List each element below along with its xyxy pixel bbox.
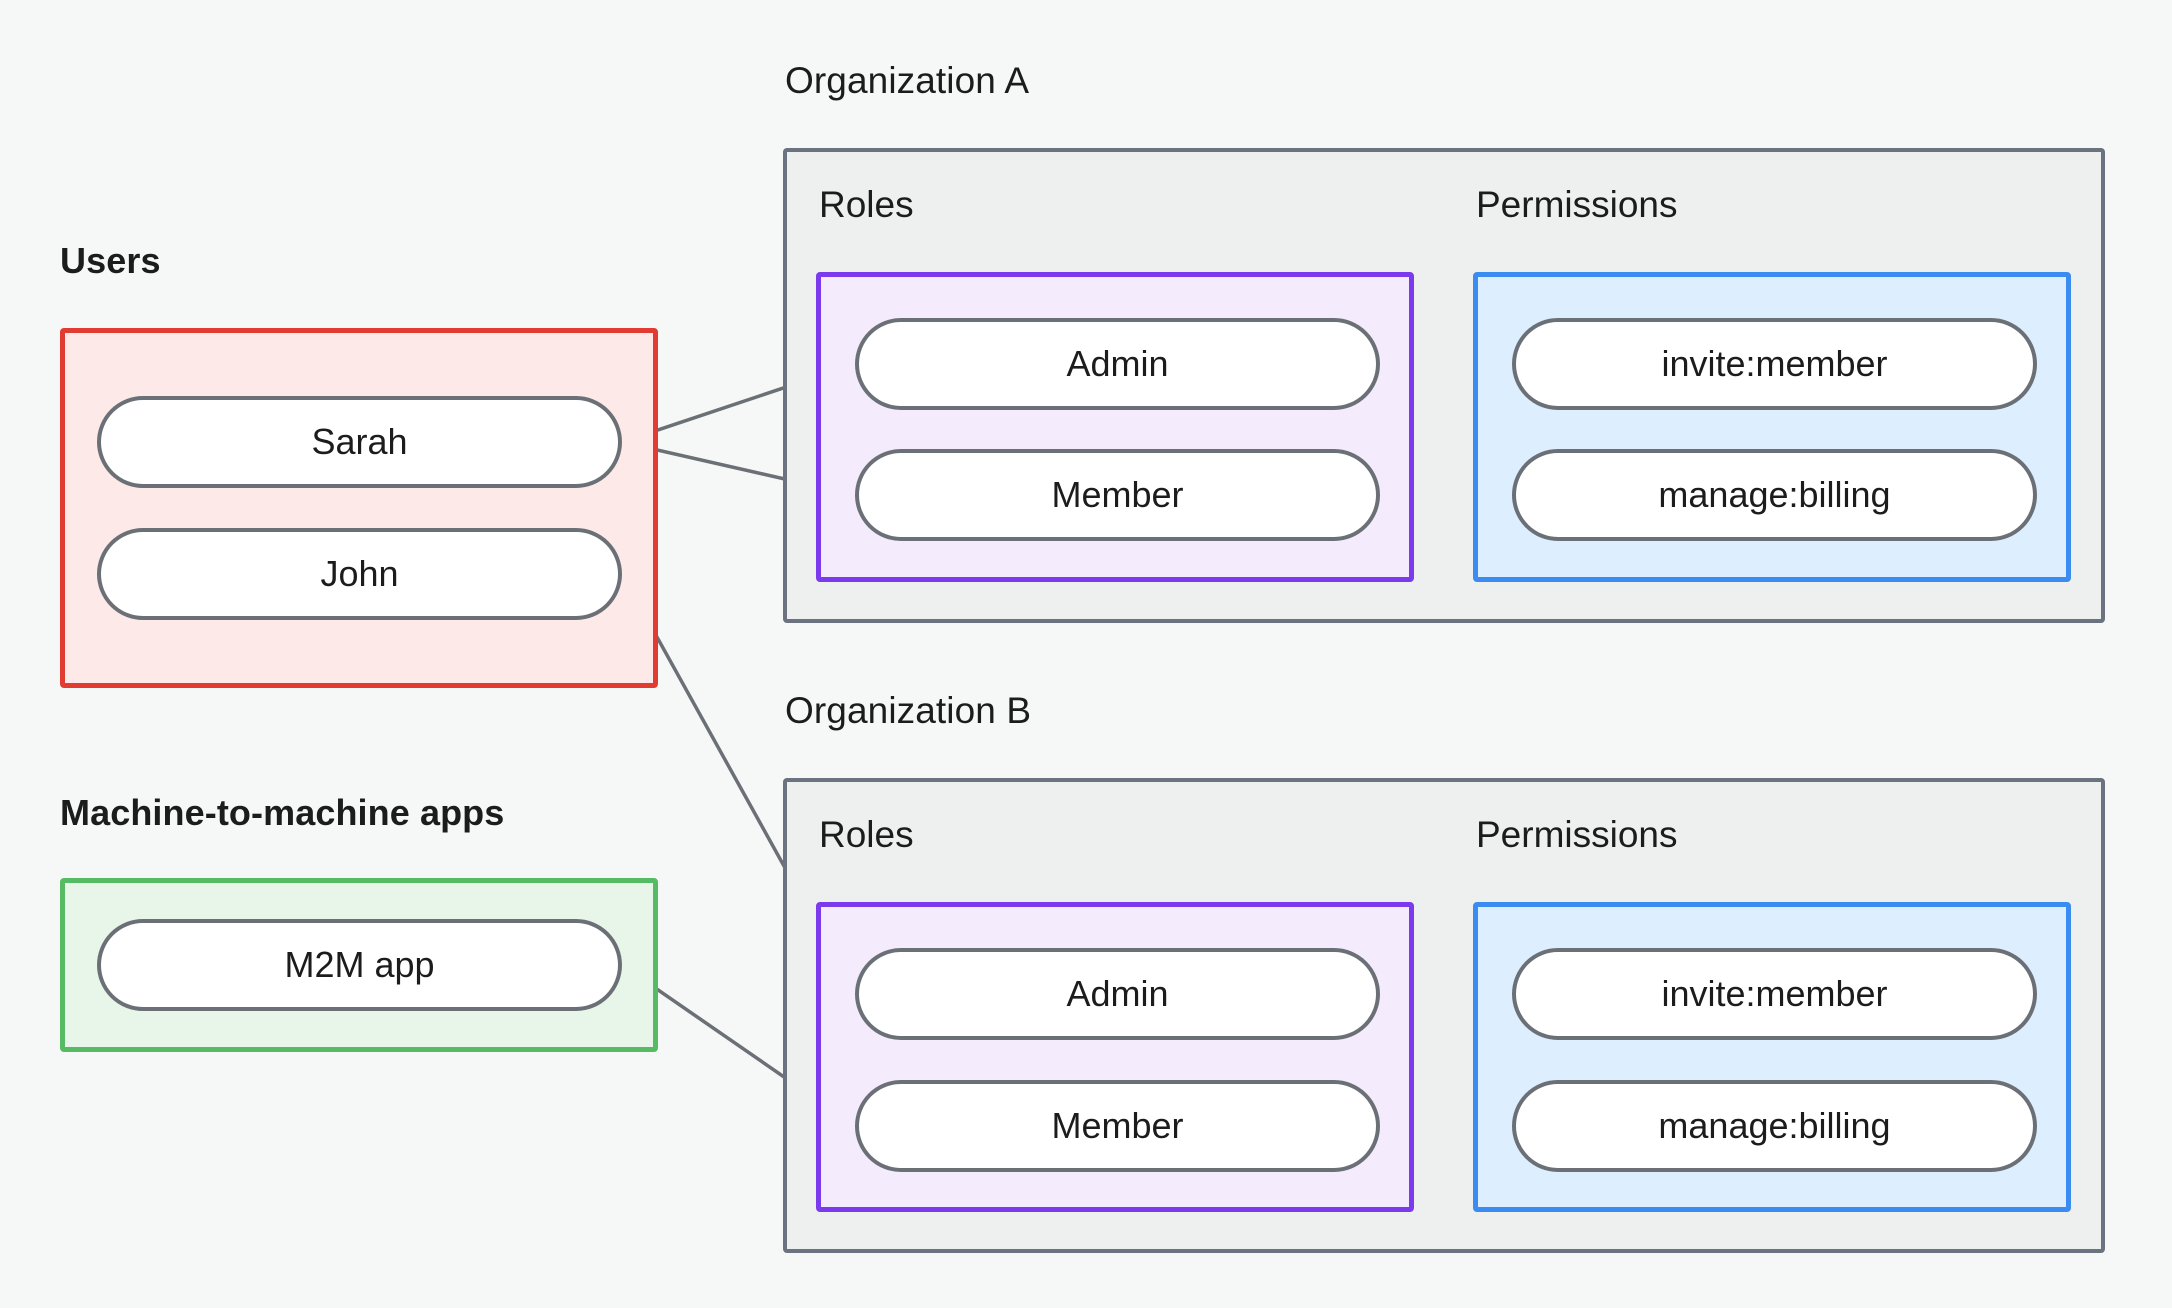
m2m-node-app[interactable]: M2M app	[97, 919, 622, 1011]
org-a-permission-invite-member[interactable]: invite:member	[1512, 318, 2037, 410]
org-b-permissions-label: Permissions	[1476, 814, 1678, 855]
org-b-roles-label: Roles	[819, 814, 914, 855]
users-container	[60, 328, 658, 688]
users-caption: Users	[60, 240, 161, 281]
user-node-john[interactable]: John	[97, 528, 622, 620]
org-b-permission-invite-member[interactable]: invite:member	[1512, 948, 2037, 1040]
org-a-roles-label: Roles	[819, 184, 914, 225]
org-a-permission-manage-billing[interactable]: manage:billing	[1512, 449, 2037, 541]
org-a-permissions-label: Permissions	[1476, 184, 1678, 225]
m2m-caption: Machine-to-machine apps	[60, 792, 505, 833]
user-node-sarah[interactable]: Sarah	[97, 396, 622, 488]
org-b-permission-manage-billing[interactable]: manage:billing	[1512, 1080, 2037, 1172]
org-a-role-member[interactable]: Member	[855, 449, 1380, 541]
org-b-role-admin[interactable]: Admin	[855, 948, 1380, 1040]
org-a-role-admin[interactable]: Admin	[855, 318, 1380, 410]
org-a-caption: Organization A	[785, 60, 1030, 101]
org-b-caption: Organization B	[785, 690, 1032, 731]
org-b-role-member[interactable]: Member	[855, 1080, 1380, 1172]
